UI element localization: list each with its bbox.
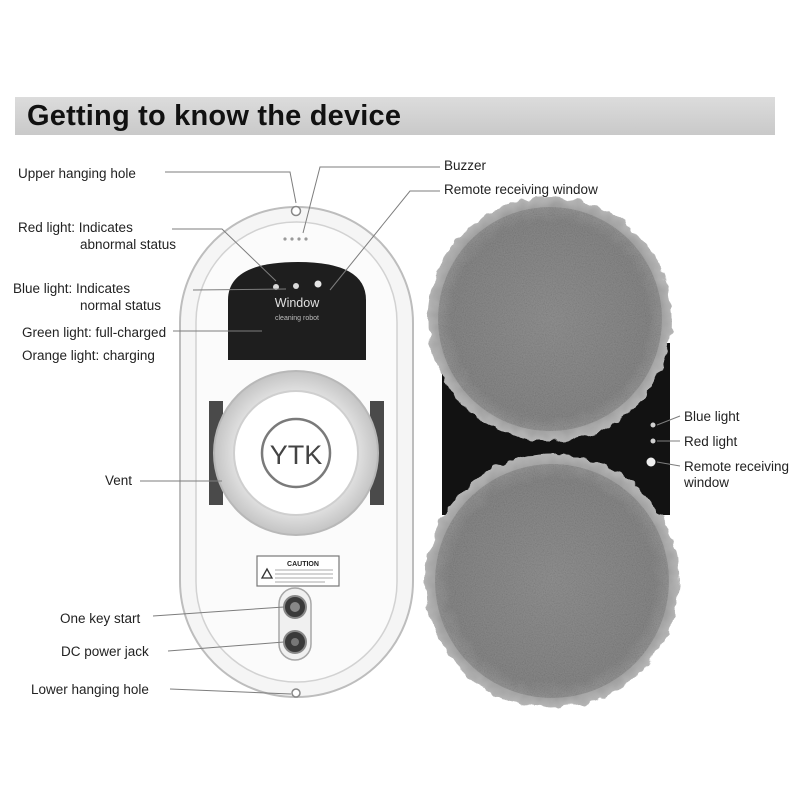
label-red-light: Red light: Indicates — [18, 220, 133, 235]
robot-front-view — [179, 205, 414, 698]
label-side-remote-1: Remote receiving — [684, 459, 790, 474]
upper-hanging-hole — [290, 205, 302, 217]
lower-hanging-hole — [291, 688, 301, 698]
label-one-key-start: One key start — [60, 611, 141, 626]
label-dc-power-jack: DC power jack — [61, 644, 149, 659]
dark-panel — [228, 262, 366, 360]
label-orange-light: Orange light: charging — [22, 348, 155, 363]
side-remote-window — [646, 457, 656, 467]
label-blue-light-2: normal status — [80, 298, 162, 313]
label-side-red-light: Red light — [684, 434, 738, 449]
label-red-light-2: abnormal status — [80, 237, 177, 252]
label-remote-receiving-window: Remote receiving window — [444, 182, 598, 197]
buzzer-holes — [283, 237, 308, 241]
caution-label — [256, 555, 340, 587]
red-light — [273, 284, 279, 290]
side-red-light — [650, 438, 656, 444]
logo-circle — [260, 417, 332, 489]
label-blue-light: Blue light: Indicates — [13, 281, 131, 296]
label-side-blue-light: Blue light — [684, 409, 740, 424]
caution-text-lines — [275, 569, 333, 583]
caution-title: CAUTION — [287, 561, 319, 568]
panel-subtitle: cleaning robot — [275, 315, 319, 322]
blue-light — [293, 283, 299, 289]
label-vent: Vent — [105, 473, 133, 488]
panel-title: Window — [275, 296, 320, 310]
warning-icon — [260, 567, 274, 579]
logo-text: YTK — [270, 440, 323, 470]
label-green-light: Green light: full-charged — [22, 325, 167, 340]
header-bar — [15, 97, 775, 135]
remote-receiving-window-dot — [314, 280, 322, 288]
leader-lines — [140, 166, 681, 695]
page-title: Getting to know the device — [27, 100, 402, 132]
label-upper-hanging-hole: Upper hanging hole — [18, 166, 136, 181]
label-side-remote-2: window — [684, 475, 730, 490]
robot-back-view — [425, 197, 679, 708]
label-buzzer: Buzzer — [444, 158, 487, 173]
label-lower-hanging-hole: Lower hanging hole — [31, 682, 149, 697]
side-blue-light — [650, 422, 656, 428]
